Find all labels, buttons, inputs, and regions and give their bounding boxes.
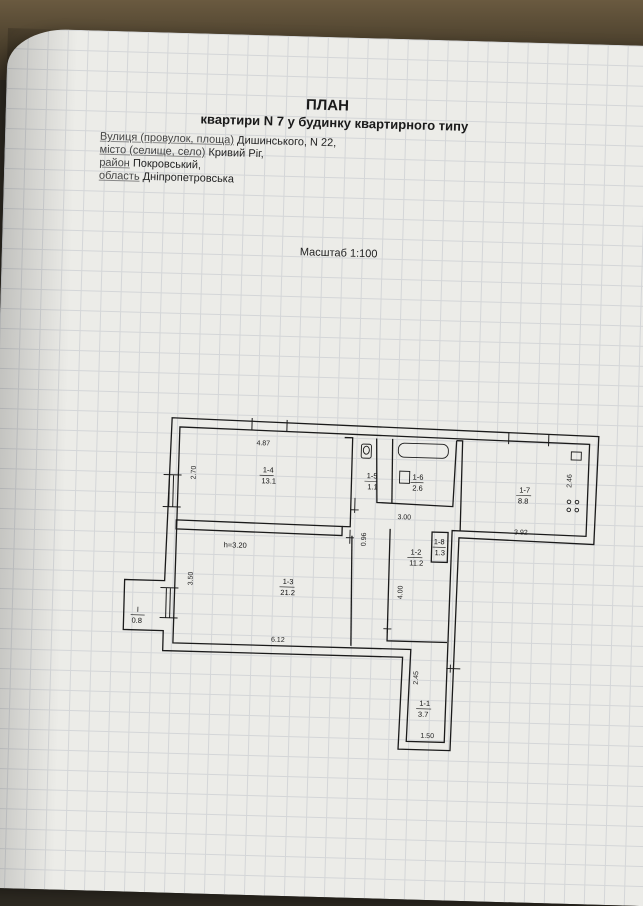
room-area: 11.2 bbox=[409, 558, 423, 567]
address-value: Дніпропетровська bbox=[143, 171, 235, 186]
partition-wall-4 bbox=[391, 439, 394, 503]
room-label-1-3: 1-3 21.2 bbox=[279, 577, 295, 597]
dimension-label: 6.12 bbox=[271, 637, 285, 644]
inner-wall-outline bbox=[170, 427, 589, 746]
burner-icon bbox=[567, 500, 571, 504]
document-title: ПЛАН bbox=[306, 96, 349, 114]
room-area: 2.6 bbox=[412, 483, 423, 492]
document-subtitle: квартири N 7 у будинку квартирного типу bbox=[200, 111, 468, 133]
window-4 bbox=[160, 587, 179, 617]
room-id: 1-8 bbox=[434, 537, 445, 546]
room-label-balcony: I 0.8 bbox=[130, 605, 145, 625]
dimension-label: 2.46 bbox=[566, 474, 573, 488]
address-line-region: область Дніпропетровська bbox=[99, 170, 234, 186]
page-gutter-shadow bbox=[0, 28, 78, 890]
address-label: район bbox=[99, 157, 130, 170]
door-mark-2 bbox=[346, 530, 354, 544]
ceiling-height-label: h=3.20 bbox=[224, 540, 247, 550]
room-area: 3.7 bbox=[418, 710, 429, 719]
floor-plan: 4.87 2.70 3.00 0.96 2.46 3.92 3.50 4.00 … bbox=[107, 411, 637, 805]
dimension-label: 4.00 bbox=[397, 585, 404, 599]
room-label-1-7: 1-7 8.8 bbox=[516, 485, 532, 505]
room-label-1-2: 1-2 11.2 bbox=[407, 547, 424, 567]
room-area: 1.3 bbox=[434, 548, 445, 557]
room-label-1-8: 1-8 1.3 bbox=[432, 537, 446, 557]
stove-icon bbox=[571, 452, 581, 460]
room-label-1-4: 1-4 13.1 bbox=[259, 465, 276, 485]
address-value: Кривий Ріг, bbox=[208, 147, 264, 161]
room-area: 21.2 bbox=[280, 588, 295, 597]
room-id: 1-1 bbox=[419, 699, 430, 708]
dimension-label: 4.87 bbox=[256, 440, 270, 447]
dimension-label: 3.00 bbox=[397, 514, 411, 521]
dimension-label: 2.70 bbox=[190, 466, 197, 480]
room-id: 1-7 bbox=[519, 485, 530, 494]
dimension-label: 0.96 bbox=[361, 532, 368, 546]
room-area: 13.1 bbox=[261, 476, 276, 485]
room-label-1-1: 1-1 3.7 bbox=[416, 699, 432, 719]
scale-label: Масштаб 1:100 bbox=[300, 246, 378, 260]
room-id: I bbox=[137, 605, 139, 614]
room-id: 1-5 bbox=[367, 471, 378, 480]
door-mark-1 bbox=[351, 498, 359, 513]
room-label-1-6: 1-6 2.6 bbox=[410, 472, 424, 492]
burner-icon bbox=[575, 500, 579, 504]
partition-wall-1 bbox=[176, 520, 342, 536]
door-mark-3 bbox=[383, 619, 391, 633]
room-area: 8.8 bbox=[518, 496, 529, 505]
room-id: 1-4 bbox=[263, 465, 274, 474]
toilet-bowl-icon bbox=[363, 446, 369, 454]
room-label-1-5: 1-5 1.1 bbox=[364, 471, 378, 491]
dimension-label: 1.50 bbox=[420, 733, 434, 740]
partition-wall-6 bbox=[349, 536, 354, 646]
sink-icon bbox=[399, 471, 409, 483]
address-label: область bbox=[99, 170, 140, 183]
partition-wall-2 bbox=[342, 438, 352, 527]
room-id: 1-3 bbox=[283, 577, 294, 586]
room-id: 1-6 bbox=[412, 472, 423, 481]
dimension-label: 3.92 bbox=[514, 529, 528, 536]
room-area: 0.8 bbox=[131, 616, 142, 625]
room-area: 1.1 bbox=[367, 482, 378, 491]
address-value: Покровський, bbox=[133, 158, 201, 172]
burner-icon bbox=[567, 508, 571, 512]
dimension-label: 3.50 bbox=[188, 572, 195, 586]
room-id: 1-2 bbox=[410, 547, 421, 556]
document-page: ПЛАН квартири N 7 у будинку квартирного … bbox=[0, 28, 643, 906]
dimension-label: 2.45 bbox=[413, 671, 420, 685]
bathtub-icon bbox=[398, 443, 448, 458]
burner-icon bbox=[575, 508, 579, 512]
